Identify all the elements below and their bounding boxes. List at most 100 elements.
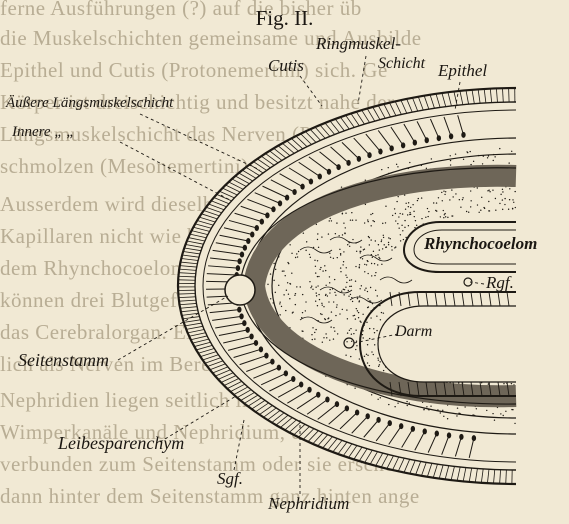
speckle xyxy=(300,286,301,287)
speckle xyxy=(335,233,336,234)
speckle xyxy=(321,303,322,304)
speckle xyxy=(329,339,330,340)
speckle xyxy=(360,252,361,253)
speckle xyxy=(367,261,368,262)
speckle xyxy=(339,249,340,250)
speckle xyxy=(431,158,432,159)
speckle xyxy=(303,233,304,234)
speckle xyxy=(488,155,489,156)
speckle xyxy=(377,254,378,255)
speckle xyxy=(402,213,403,214)
speckle xyxy=(404,220,405,221)
speckle xyxy=(367,307,368,308)
speckle xyxy=(443,416,444,417)
speckle xyxy=(372,213,373,214)
speckle xyxy=(463,159,464,160)
speckle xyxy=(456,415,457,416)
speckle xyxy=(511,383,512,384)
speckle xyxy=(407,214,408,215)
speckle xyxy=(401,225,402,226)
speckle xyxy=(515,207,516,208)
speckle xyxy=(329,276,330,277)
speckle xyxy=(405,208,406,209)
speckle xyxy=(295,304,296,305)
speckle xyxy=(316,224,317,225)
speckle xyxy=(333,301,334,302)
nephridial-bulb xyxy=(250,231,254,237)
speckle xyxy=(328,317,329,318)
speckle xyxy=(358,301,359,302)
speckle xyxy=(346,267,347,268)
speckle xyxy=(367,362,368,363)
speckle xyxy=(381,312,382,313)
speckle xyxy=(378,244,379,245)
speckle xyxy=(317,233,318,234)
speckle xyxy=(275,269,276,270)
speckle xyxy=(394,406,395,407)
speckle xyxy=(355,329,356,330)
nephridial-bulb xyxy=(277,365,281,371)
speckle xyxy=(356,308,357,309)
speckle xyxy=(417,200,418,201)
label-seitenstamm: Seitenstamm xyxy=(18,350,109,371)
speckle xyxy=(359,288,360,289)
speckle xyxy=(369,365,370,366)
speckle xyxy=(483,155,484,156)
speckle xyxy=(367,273,368,274)
speckle xyxy=(320,313,321,314)
speckle xyxy=(457,407,458,408)
speckle xyxy=(367,291,368,292)
speckle xyxy=(470,206,471,207)
speckle xyxy=(392,215,393,216)
speckle xyxy=(305,301,306,302)
speckle xyxy=(356,345,357,346)
label-epithel: Epithel xyxy=(438,61,487,81)
speckle xyxy=(436,202,437,203)
speckle xyxy=(341,290,342,291)
speckle xyxy=(388,404,389,405)
nephridial-bulb xyxy=(265,212,269,218)
speckle xyxy=(385,206,386,207)
label-nephridium: Nephridium xyxy=(268,494,349,514)
label-ringmuskel-schicht-line2: Schicht xyxy=(378,55,425,73)
speckle xyxy=(464,406,465,407)
speckle xyxy=(319,269,320,270)
speckle xyxy=(359,251,360,252)
leader-ringmuskel xyxy=(358,56,366,104)
speckle xyxy=(335,295,336,296)
speckle xyxy=(383,312,384,313)
speckle xyxy=(336,222,337,223)
speckle xyxy=(430,405,431,406)
speckle xyxy=(397,223,398,224)
speckle xyxy=(395,213,396,214)
speckle xyxy=(408,168,409,169)
speckle xyxy=(315,286,316,287)
nephridial-bulb xyxy=(246,238,250,244)
speckle xyxy=(374,332,375,333)
speckle xyxy=(343,294,344,295)
nephridial-bulb xyxy=(292,189,296,195)
speckle xyxy=(403,239,404,240)
speckle xyxy=(342,309,343,310)
speckle xyxy=(437,409,438,410)
speckle xyxy=(356,251,357,252)
speckle xyxy=(318,276,319,277)
speckle xyxy=(325,295,326,296)
speckle xyxy=(291,253,292,254)
speckle xyxy=(342,234,343,235)
speckle xyxy=(296,253,297,254)
speckle xyxy=(369,328,370,329)
speckle xyxy=(388,237,389,238)
speckle xyxy=(329,289,330,290)
speckle xyxy=(362,258,363,259)
speckle xyxy=(355,349,356,350)
nephridial-bulb xyxy=(336,164,340,170)
speckle xyxy=(489,210,490,211)
speckle xyxy=(509,188,510,189)
speckle xyxy=(368,236,369,237)
speckle xyxy=(273,263,274,264)
speckle xyxy=(337,257,338,258)
speckle xyxy=(350,356,351,357)
speckle xyxy=(330,257,331,258)
speckle xyxy=(339,313,340,314)
